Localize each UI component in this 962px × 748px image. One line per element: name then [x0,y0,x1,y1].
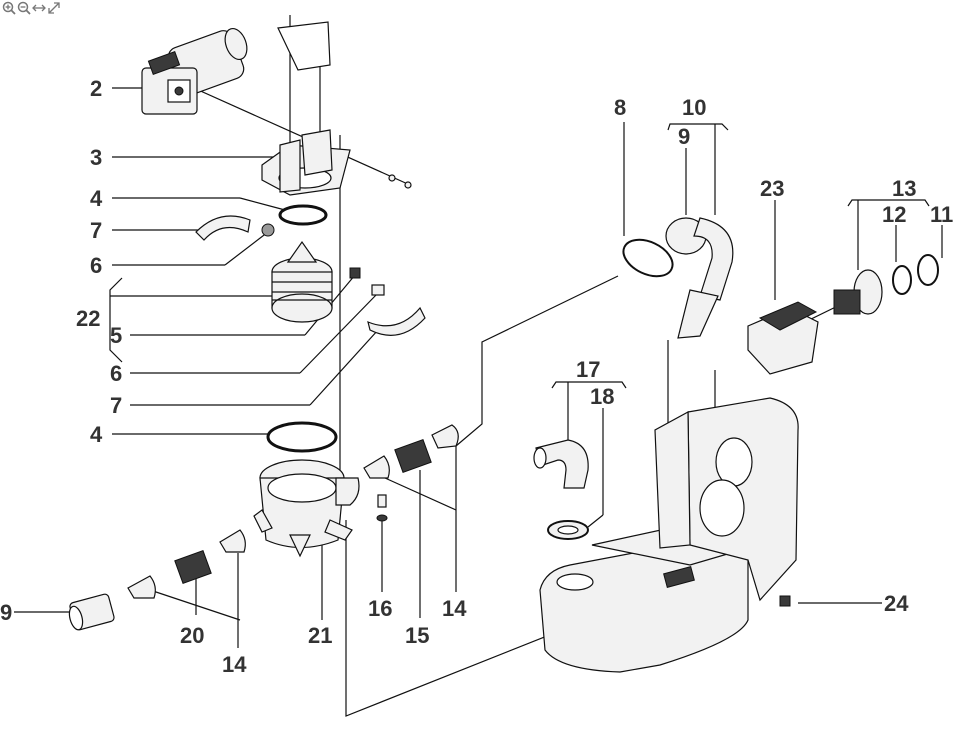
callout-4: 4 [90,186,103,211]
fullscreen-icon[interactable] [47,1,61,15]
callout-6: 6 [110,361,122,386]
callout-7: 7 [110,393,122,418]
callout-4: 4 [90,422,103,447]
impeller-part [261,223,385,323]
callout-21: 21 [308,623,332,648]
callout-13: 13 [892,176,916,201]
zoom-in-icon[interactable] [2,1,16,15]
callout-labels: 2 3 4 7 6 22 5 6 7 4 8 10 9 23 13 12 11 … [0,76,953,677]
screw-part [388,174,412,189]
union-nut-part [174,438,432,585]
callout-3: 3 [90,145,102,170]
leader-lines [14,15,943,717]
callout-7: 7 [90,218,102,243]
callout-5: 5 [110,323,122,348]
elbow-fitting-part [533,439,589,540]
callout-8: 8 [614,95,626,120]
callout-12: 12 [882,202,906,227]
callout-24: 24 [884,591,909,616]
callout-17: 17 [576,357,600,382]
filter-part [747,301,819,375]
holding-tank-part [539,397,799,673]
callout-14: 14 [222,652,247,677]
o-ring-part [278,204,328,226]
callout-18: 18 [590,384,614,409]
clamp-half-part [195,215,426,336]
callout-14: 14 [442,596,467,621]
callout-15: 15 [405,623,429,648]
callout-23: 23 [760,176,784,201]
bracket-part [261,21,351,196]
callout-6: 6 [90,253,102,278]
callout-9: 9 [0,600,12,625]
callout-16: 16 [368,596,392,621]
o-ring-part [266,421,338,453]
callout-10: 10 [682,95,706,120]
fit-width-icon[interactable] [32,1,46,15]
hose-tail-part [68,593,115,631]
callout-20: 20 [180,623,204,648]
callout-2: 2 [90,76,102,101]
viewer-toolbar [2,0,61,16]
pump-housing-part [253,459,360,558]
callout-9: 9 [678,124,690,149]
check-valve-part [127,424,459,599]
callout-22: 22 [76,306,100,331]
callout-11: 11 [930,202,953,227]
vent-fitting-part [833,254,939,315]
motor-part [141,27,248,115]
hose-elbow-part [622,217,734,339]
screw-part [376,494,388,522]
zoom-out-icon[interactable] [17,1,31,15]
